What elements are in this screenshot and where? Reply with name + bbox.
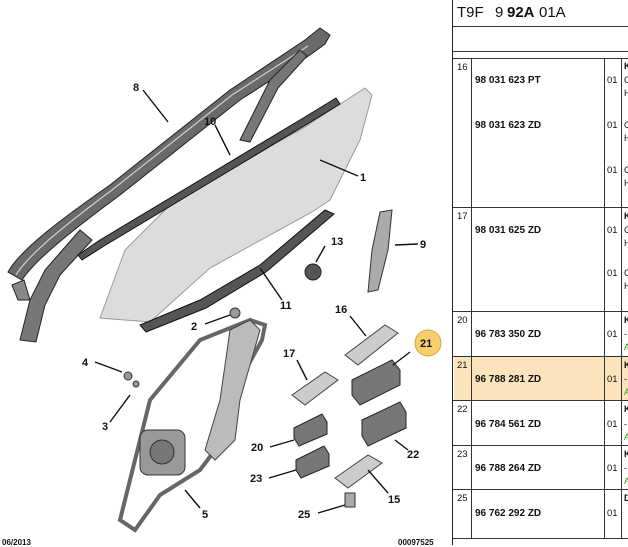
bezel-16 bbox=[344, 324, 399, 366]
part-number[interactable]: 98 031 623 PT bbox=[475, 75, 541, 86]
col-detail: H bbox=[624, 178, 628, 188]
parts-list-panel: T9F 9 92A 01A 16 98 031 623 PT 01 K C H … bbox=[452, 0, 628, 545]
col-detail: C bbox=[624, 225, 628, 235]
switch-21 bbox=[351, 359, 401, 406]
ref-number: 20 bbox=[457, 315, 468, 326]
ref-number: 22 bbox=[457, 404, 468, 415]
ref-part3: 92A bbox=[507, 4, 535, 21]
col-detail: C bbox=[624, 165, 628, 175]
col-detail: A bbox=[624, 387, 628, 397]
callout-25: 25 bbox=[298, 509, 310, 521]
col-code: K bbox=[624, 315, 628, 325]
ref-number: 25 bbox=[457, 493, 468, 504]
col-code: K bbox=[624, 61, 628, 71]
col-detail: A bbox=[624, 342, 628, 352]
col-detail: C bbox=[624, 268, 628, 278]
quantity: 01 bbox=[607, 463, 618, 474]
quantity: 01 bbox=[607, 75, 618, 86]
bezel-17 bbox=[291, 371, 339, 406]
callout-17: 17 bbox=[283, 348, 295, 360]
col-detail: H bbox=[624, 238, 628, 248]
callout-20: 20 bbox=[251, 442, 263, 454]
frame-seal bbox=[7, 27, 331, 281]
callout-9: 9 bbox=[420, 239, 426, 251]
col-detail: H bbox=[624, 88, 628, 98]
clip-13 bbox=[304, 263, 322, 281]
part-number[interactable]: 98 031 623 ZD bbox=[475, 120, 542, 131]
part-number[interactable]: 96 783 350 ZD bbox=[475, 329, 542, 340]
callout-2: 2 bbox=[191, 321, 197, 333]
col-detail: - bbox=[624, 329, 627, 339]
quantity: 01 bbox=[607, 329, 618, 340]
col-detail: - bbox=[624, 463, 627, 473]
ref-number: 23 bbox=[457, 449, 468, 460]
callout-13: 13 bbox=[331, 236, 343, 248]
quantity: 01 bbox=[607, 165, 618, 176]
callout-8: 8 bbox=[133, 82, 139, 94]
quantity: 01 bbox=[607, 268, 618, 279]
callout-5: 5 bbox=[202, 509, 208, 521]
callout-4: 4 bbox=[82, 357, 89, 369]
quantity: 01 bbox=[607, 508, 618, 519]
col-code: K bbox=[624, 211, 628, 221]
col-code: K bbox=[624, 404, 628, 414]
ref-number: 17 bbox=[457, 211, 468, 222]
part-number[interactable]: 98 031 625 ZD bbox=[475, 225, 542, 236]
col-code: D bbox=[624, 493, 628, 503]
callout-15: 15 bbox=[388, 494, 400, 506]
bezel-15 bbox=[334, 454, 383, 489]
col-detail: - bbox=[624, 374, 627, 384]
inner-beltline-seal bbox=[139, 209, 335, 333]
col-detail: A bbox=[624, 432, 628, 442]
switch-20 bbox=[293, 413, 328, 447]
bolt-2 bbox=[229, 307, 241, 319]
switch-22 bbox=[295, 445, 330, 479]
clip-4 bbox=[123, 371, 133, 381]
part-number[interactable]: 96 762 292 ZD bbox=[475, 508, 542, 519]
clip-3 bbox=[132, 380, 140, 388]
col-detail: C bbox=[624, 75, 628, 85]
finisher bbox=[367, 209, 393, 293]
callout-10: 10 bbox=[204, 116, 216, 128]
part-number[interactable]: 96 788 264 ZD bbox=[475, 463, 542, 474]
callout-16: 16 bbox=[335, 304, 347, 316]
quantity: 01 bbox=[607, 120, 618, 131]
quantity: 01 bbox=[607, 419, 618, 430]
ref-part4: 01A bbox=[539, 4, 566, 21]
drawing-date: 06/2013 bbox=[2, 538, 31, 547]
highlighted-row-bg bbox=[454, 356, 628, 400]
col-detail: A bbox=[624, 476, 628, 486]
callout-11: 11 bbox=[280, 300, 292, 312]
switch-23 bbox=[361, 401, 407, 447]
ref-number: 21 bbox=[457, 360, 468, 371]
outer-beltline-seal bbox=[77, 97, 341, 261]
quantity: 01 bbox=[607, 374, 618, 385]
col-detail: H bbox=[624, 133, 628, 143]
part-number[interactable]: 96 788 281 ZD bbox=[475, 374, 542, 385]
drawing-number: 00097525 bbox=[398, 538, 434, 547]
col-detail: - bbox=[624, 419, 627, 429]
ref-part1: T9F bbox=[457, 4, 484, 21]
col-code: K bbox=[624, 449, 628, 459]
part-number[interactable]: 96 784 561 ZD bbox=[475, 419, 542, 430]
ref-part2: 9 bbox=[495, 4, 504, 21]
callout-1: 1 bbox=[360, 172, 366, 184]
highlight-marker bbox=[414, 329, 442, 357]
callout-21: 21 bbox=[420, 338, 432, 350]
ref-number: 16 bbox=[457, 62, 468, 73]
quantity: 01 bbox=[607, 225, 618, 236]
callout-22: 23 bbox=[250, 473, 262, 485]
col-code: K bbox=[624, 360, 628, 370]
callout-3: 3 bbox=[102, 421, 108, 433]
exploded-view-drawing: 1 2 3 4 5 8 9 10 11 13 15 16 17 21 20 22… bbox=[7, 27, 442, 533]
col-detail: C bbox=[624, 120, 628, 130]
parts-diagram: 1 2 3 4 5 8 9 10 11 13 15 16 17 21 20 22… bbox=[2, 27, 442, 547]
clip-25 bbox=[344, 492, 356, 508]
col-detail: H bbox=[624, 281, 628, 291]
callout-23: 22 bbox=[407, 449, 419, 461]
reference-header: T9F 9 92A 01A bbox=[453, 0, 628, 26]
